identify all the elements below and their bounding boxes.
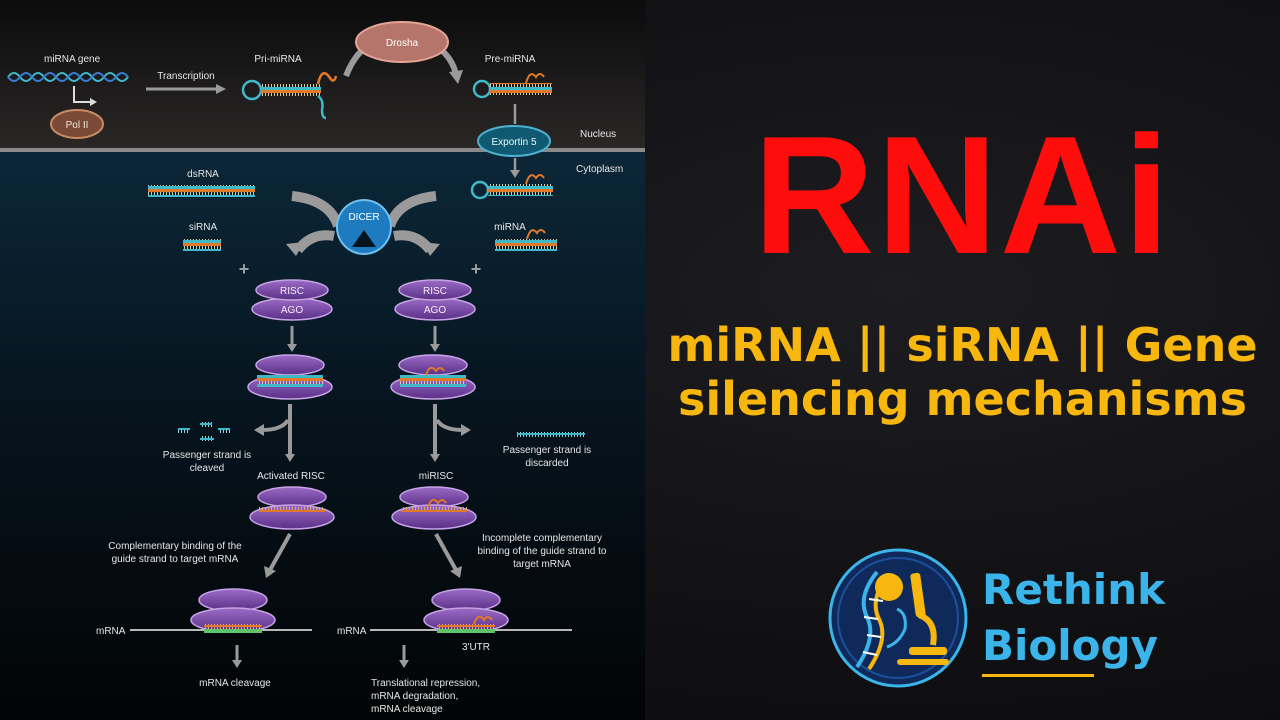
mrna-cleavage-outcome: mRNA cleavage xyxy=(199,678,271,689)
dsrna-label: dsRNA xyxy=(187,169,219,180)
activated-risc-complex xyxy=(249,486,335,530)
exportin-5-channel xyxy=(477,125,551,157)
drosha-label: Drosha xyxy=(386,38,419,49)
brand-line2: Biology xyxy=(982,621,1158,670)
pri-mirna-label: Pri-miRNA xyxy=(254,54,302,65)
plus-sign-right: + xyxy=(471,259,482,279)
mirisc-complex xyxy=(391,486,477,530)
title-panel: RNAi miRNA || siRNA || Gene silencing me… xyxy=(645,0,1280,720)
transcription-label: Transcription xyxy=(157,71,214,82)
pol-ii-label: Pol II xyxy=(66,120,89,131)
discarded-passenger-strand xyxy=(517,432,585,437)
sirna-binding-line2: guide strand to target mRNA xyxy=(112,554,239,565)
rnai-diagram: miRNA gene Pol II Transcription Pri-miRN… xyxy=(0,0,645,720)
three-prime-utr-label: 3'UTR xyxy=(462,642,490,653)
brand-underline xyxy=(982,674,1094,677)
mirna-outcome-line2: mRNA degradation, xyxy=(371,691,458,702)
mirna-binding-line3: target mRNA xyxy=(513,559,571,570)
subtitle-line1: miRNA || siRNA || Gene xyxy=(667,318,1258,372)
brand-name: Rethink Biology xyxy=(982,562,1165,674)
cleaved-passenger-fragments xyxy=(178,422,230,441)
dsrna-duplex xyxy=(148,185,255,197)
sirna-duplex xyxy=(183,239,221,251)
subtitle: miRNA || siRNA || Gene silencing mechani… xyxy=(645,318,1280,426)
drosha-enzyme xyxy=(343,21,463,84)
mirna-outcome-line1: Translational repression, xyxy=(371,678,480,689)
sirna-label: siRNA xyxy=(189,222,218,233)
exported-pre-mirna xyxy=(470,174,553,200)
mirna-binding-line1: Incomplete complementary xyxy=(482,533,602,544)
mirna-passenger-line1: Passenger strand is xyxy=(503,445,591,456)
dicer-label: DICER xyxy=(348,212,379,223)
nucleus-label: Nucleus xyxy=(580,129,616,140)
cytoplasm-label: Cytoplasm xyxy=(576,164,623,175)
sirna-binding-line1: Complementary binding of the xyxy=(108,541,242,552)
risc-mrna-cleavage-complex xyxy=(190,588,276,633)
mirna-binding-line2: binding of the guide strand to xyxy=(478,546,607,557)
ago-label-right: AGO xyxy=(424,305,446,316)
sirna-passenger-line1: Passenger strand is xyxy=(163,450,251,461)
loaded-risc-mirna xyxy=(390,354,476,400)
risc-label-right: RISC xyxy=(423,286,447,297)
mirna-passenger-line2: discarded xyxy=(525,458,568,469)
mirna-label: miRNA xyxy=(494,222,526,233)
risc-label-left: RISC xyxy=(280,286,304,297)
plus-sign-left: + xyxy=(239,259,250,279)
nuclear-membrane xyxy=(0,148,645,152)
mirna-gene-dna xyxy=(7,72,129,82)
mirisc-mrna-complex xyxy=(423,588,509,633)
dna-microscope-logo-icon xyxy=(827,547,969,689)
ago-label-left: AGO xyxy=(281,305,303,316)
mirna-outcome-line3: mRNA cleavage xyxy=(371,704,443,715)
sirna-passenger-line2: cleaved xyxy=(190,463,224,474)
pre-mirna-hairpin xyxy=(472,73,552,99)
exportin-5-label: Exportin 5 xyxy=(491,137,536,148)
risc-ago-complex-left xyxy=(251,279,333,321)
mirna-gene-label: miRNA gene xyxy=(44,54,101,65)
risc-ago-complex-right xyxy=(394,279,476,321)
promoter-arrow xyxy=(73,86,92,103)
mirna-mrna-label: mRNA xyxy=(337,626,367,637)
dicer-enzyme xyxy=(286,191,440,256)
pri-mirna-hairpin xyxy=(241,71,338,120)
mirna-duplex xyxy=(495,229,557,251)
subtitle-line2: silencing mechanisms xyxy=(678,372,1247,426)
brand-line1: Rethink xyxy=(982,565,1166,614)
sirna-mrna-label: mRNA xyxy=(96,626,126,637)
pol-ii-enzyme xyxy=(50,109,104,139)
activated-risc-label: Activated RISC xyxy=(257,471,325,482)
mirisc-label: miRISC xyxy=(419,471,453,482)
main-title: RNAi xyxy=(753,101,1172,289)
loaded-risc-sirna xyxy=(247,354,333,400)
pre-mirna-label: Pre-miRNA xyxy=(485,54,536,65)
